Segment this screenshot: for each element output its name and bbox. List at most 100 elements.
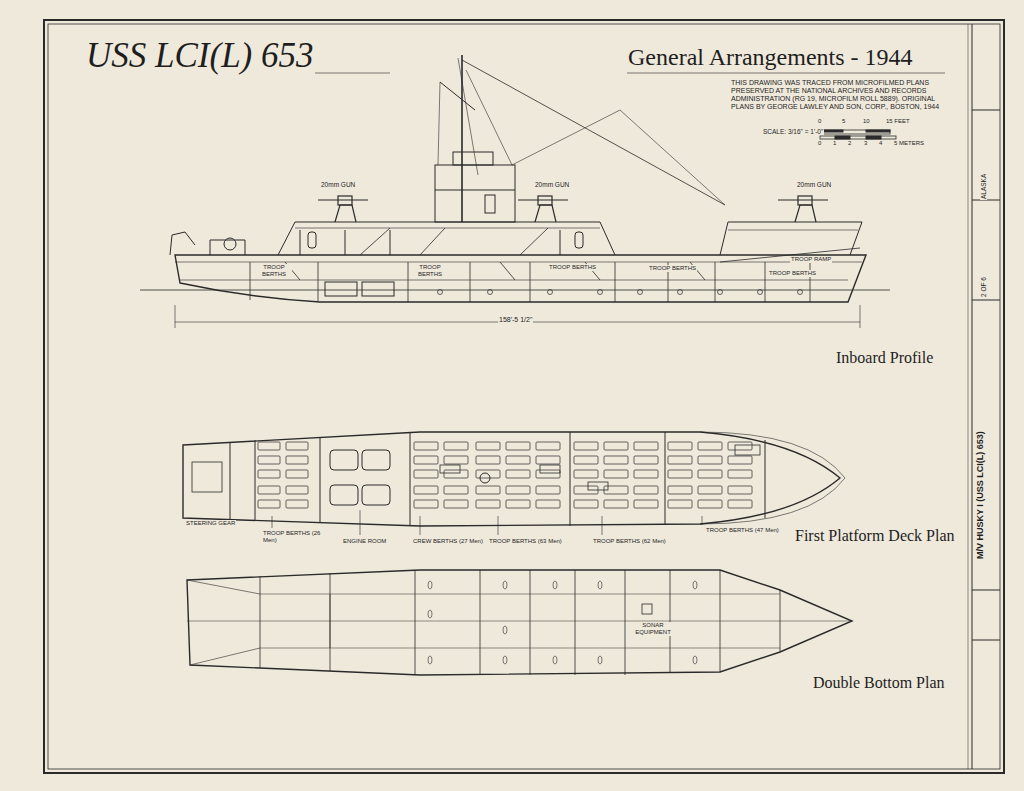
scale-number: 2 [847, 140, 852, 147]
bunk [536, 486, 560, 494]
scale-number: 1 [832, 140, 837, 147]
bunk [634, 500, 658, 508]
bunk [476, 486, 500, 494]
bunk [698, 456, 722, 464]
bunk [604, 470, 628, 478]
bunk [286, 486, 308, 494]
bunk [258, 470, 280, 478]
title-block-line [972, 590, 1000, 591]
bunk [634, 456, 658, 464]
sheet-title: USS LCI(L) 653 [85, 36, 315, 76]
margin-line [968, 24, 969, 769]
double-bottom [187, 570, 852, 675]
title-block-sheet: 2 OF 6 [980, 276, 987, 298]
title-block-line [972, 640, 1000, 641]
deck-label: TROOP BERTHS (47 Men) [705, 527, 785, 534]
bunk [728, 486, 752, 494]
compartment-label: TROOP RAMP [790, 256, 832, 263]
bunk [728, 500, 752, 508]
bunk [728, 442, 752, 450]
bunk [414, 442, 438, 450]
bunk [536, 470, 560, 478]
bunk [574, 456, 598, 464]
bunk [506, 470, 530, 478]
compartment-label: TROOP BERTHS [412, 264, 448, 278]
view-title: Inboard Profile [835, 349, 934, 367]
bunk [728, 456, 752, 464]
source-note: THIS DRAWING WAS TRACED FROM MICROFILMED… [730, 79, 954, 111]
bunk [634, 486, 658, 494]
title-block-name: M/V HUSKY I (USS LCI(L) 653) [975, 430, 985, 560]
deck-label: ENGINE ROOM [342, 538, 387, 545]
bunk [536, 456, 560, 464]
bunk [286, 456, 308, 464]
bunk [476, 500, 500, 508]
bunk [604, 456, 628, 464]
bunk [574, 470, 598, 478]
bunk [444, 470, 468, 478]
bunk [634, 442, 658, 450]
bunk [668, 442, 692, 450]
bunk [574, 486, 598, 494]
gun-label: 20mm GUN [320, 181, 356, 188]
bunk [286, 442, 308, 450]
deck-label: CREW BERTHS (27 Men) [412, 538, 484, 545]
title-block-line [972, 300, 1000, 301]
bunk [604, 500, 628, 508]
deck-label: TROOP BERTHS (26 Men) [262, 530, 326, 544]
bunk [506, 486, 530, 494]
scale-number: 5 METERS [893, 140, 925, 147]
bunk [698, 500, 722, 508]
bunk [604, 486, 628, 494]
bunk [668, 470, 692, 478]
bunk [698, 470, 722, 478]
bunk [258, 486, 280, 494]
bunk [698, 486, 722, 494]
scale-number: 5 [841, 118, 846, 125]
bunk [668, 456, 692, 464]
bunk [258, 500, 280, 508]
deck-plan [183, 432, 845, 535]
bunk [476, 456, 500, 464]
bunk [444, 500, 468, 508]
bunk [286, 500, 308, 508]
scale-note: SCALE: 3/16" = 1'-0" [762, 128, 824, 135]
title-block-state: ALASKA [980, 173, 987, 200]
bunk [506, 500, 530, 508]
bunk [258, 456, 280, 464]
title-rule [627, 73, 945, 74]
bunk [258, 442, 280, 450]
bunk [574, 442, 598, 450]
deck-label: TROOP BERTHS (62 Men) [592, 538, 669, 545]
sheet-border [48, 24, 1000, 769]
bunk [698, 442, 722, 450]
bunk [634, 470, 658, 478]
bunk [668, 500, 692, 508]
bunk [444, 442, 468, 450]
bunk [728, 470, 752, 478]
equipment-label: SONAR EQUIPMENT [630, 622, 676, 636]
bunk [414, 486, 438, 494]
bunk [668, 486, 692, 494]
gun-label: 20mm GUN [534, 181, 570, 188]
sheet-border [44, 20, 1004, 773]
scale-bar [820, 130, 896, 139]
bunk [574, 500, 598, 508]
view-title: Double Bottom Plan [812, 674, 946, 692]
bunk [414, 456, 438, 464]
title-block-line [972, 24, 973, 769]
bunk [476, 470, 500, 478]
bunk [476, 442, 500, 450]
bunk [604, 442, 628, 450]
deck-label: STEERING GEAR [185, 520, 236, 527]
compartment-label: TROOP BERTHS [768, 270, 817, 277]
scale-number: 4 [878, 140, 883, 147]
scale-number: 15 FEET [885, 118, 911, 125]
scale-number: 0 [817, 140, 822, 147]
dimension: 158'-5 1/2" [498, 316, 533, 324]
bunk [506, 442, 530, 450]
bunk [286, 470, 308, 478]
deck-label: TROOP BERTHS (63 Men) [488, 538, 565, 545]
bunk [506, 456, 530, 464]
compartment-label: TROOP BERTHS [648, 265, 697, 272]
